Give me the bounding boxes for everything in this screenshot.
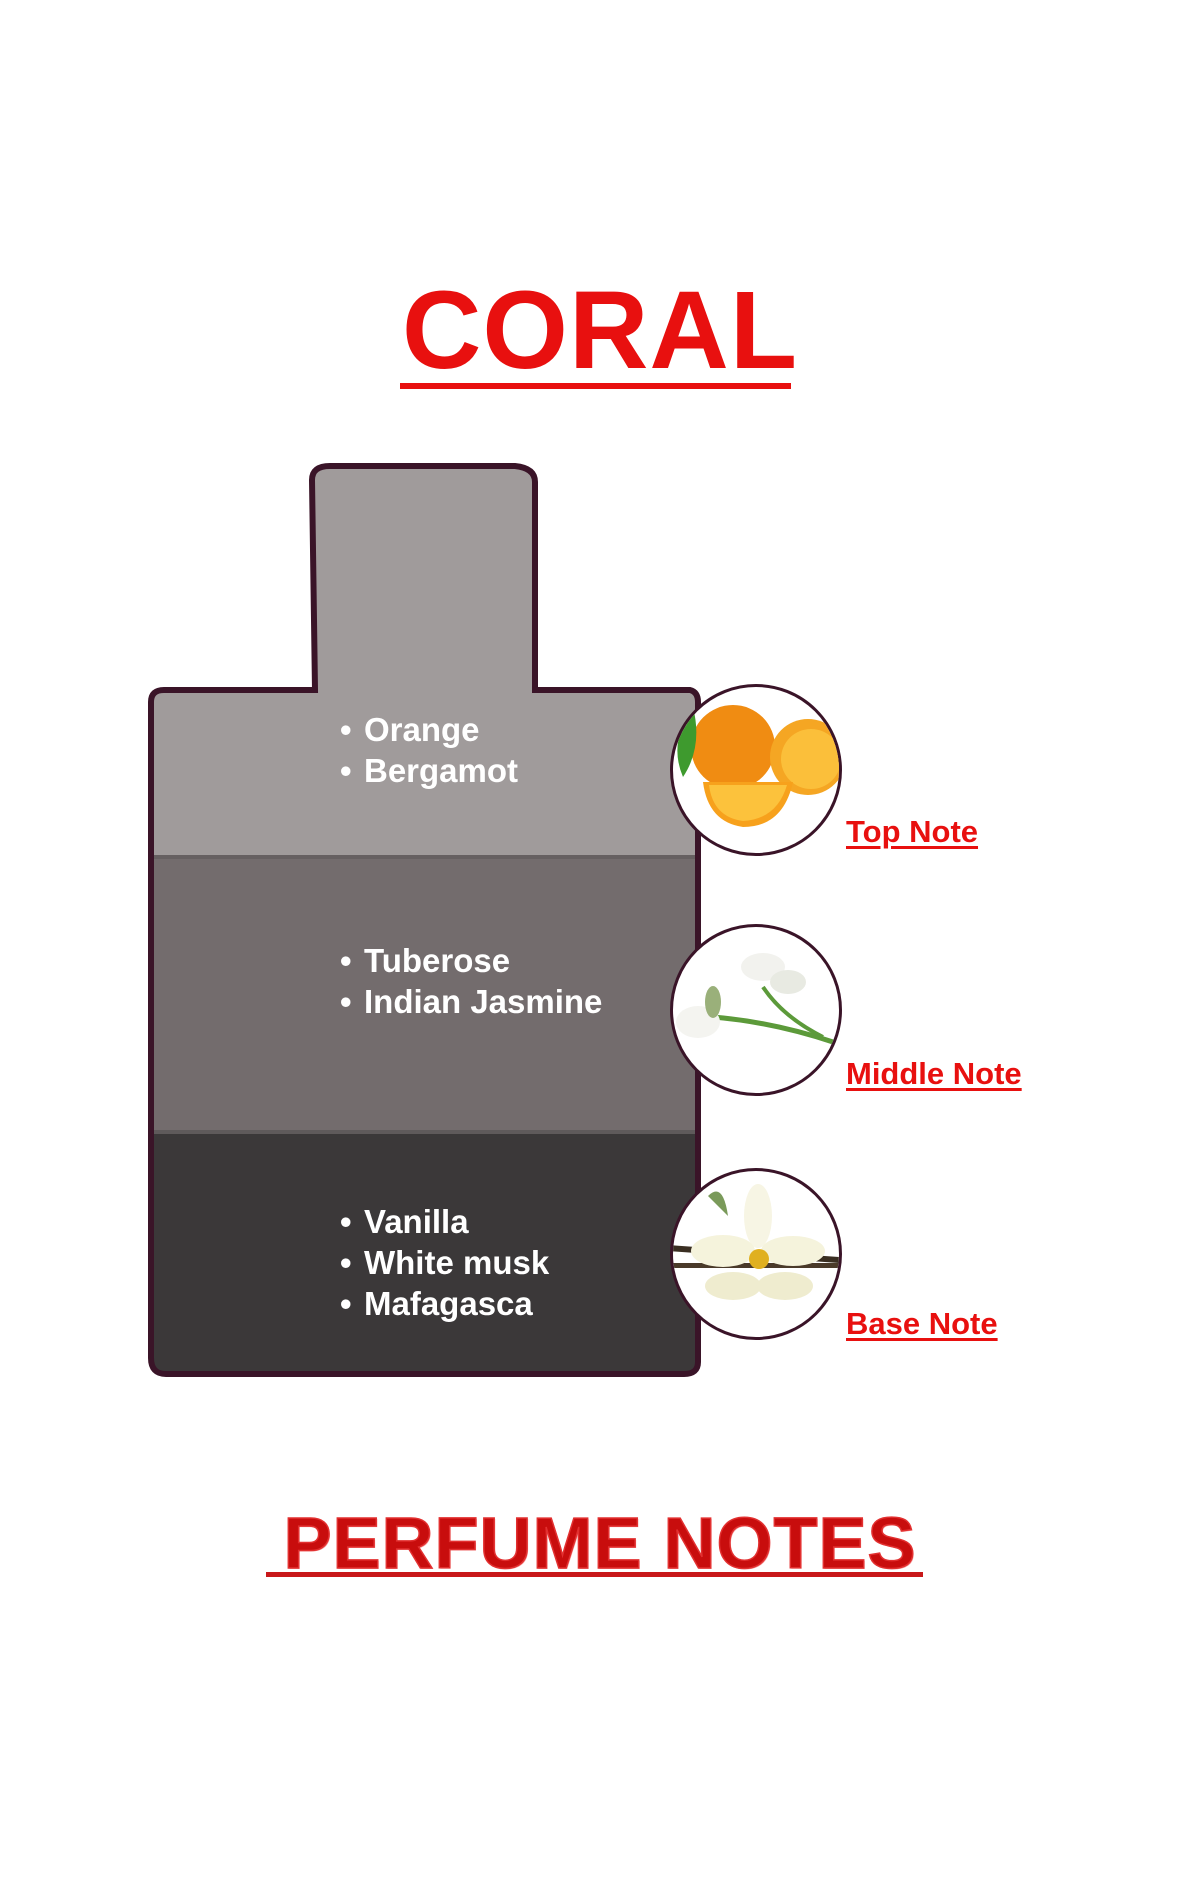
list-item: Mafagasca <box>340 1283 549 1324</box>
list-item: White musk <box>340 1242 549 1283</box>
top-note-layer <box>151 466 698 857</box>
footer-title: PERFUME NOTES <box>283 1504 917 1584</box>
page-title: CORAL <box>401 269 799 392</box>
list-item: Orange <box>340 709 518 750</box>
list-item: Vanilla <box>340 1201 549 1242</box>
tuberose-icon <box>670 924 842 1096</box>
list-item: Indian Jasmine <box>340 981 602 1022</box>
base-note-list: Vanilla White musk Mafagasca <box>340 1201 549 1324</box>
top-note-label: Top Note <box>846 814 979 849</box>
middle-note-list: Tuberose Indian Jasmine <box>340 940 602 1022</box>
orange-icon <box>670 684 842 856</box>
base-note-label: Base Note <box>846 1306 998 1341</box>
bottle-outline <box>148 463 701 1377</box>
vanilla-flower-icon <box>670 1168 842 1340</box>
title-underline <box>400 383 791 389</box>
footer-underline <box>266 1572 923 1577</box>
list-item: Bergamot <box>340 750 518 791</box>
top-note-list: Orange Bergamot <box>340 709 518 791</box>
middle-note-label: Middle Note <box>846 1056 1022 1091</box>
list-item: Tuberose <box>340 940 602 981</box>
